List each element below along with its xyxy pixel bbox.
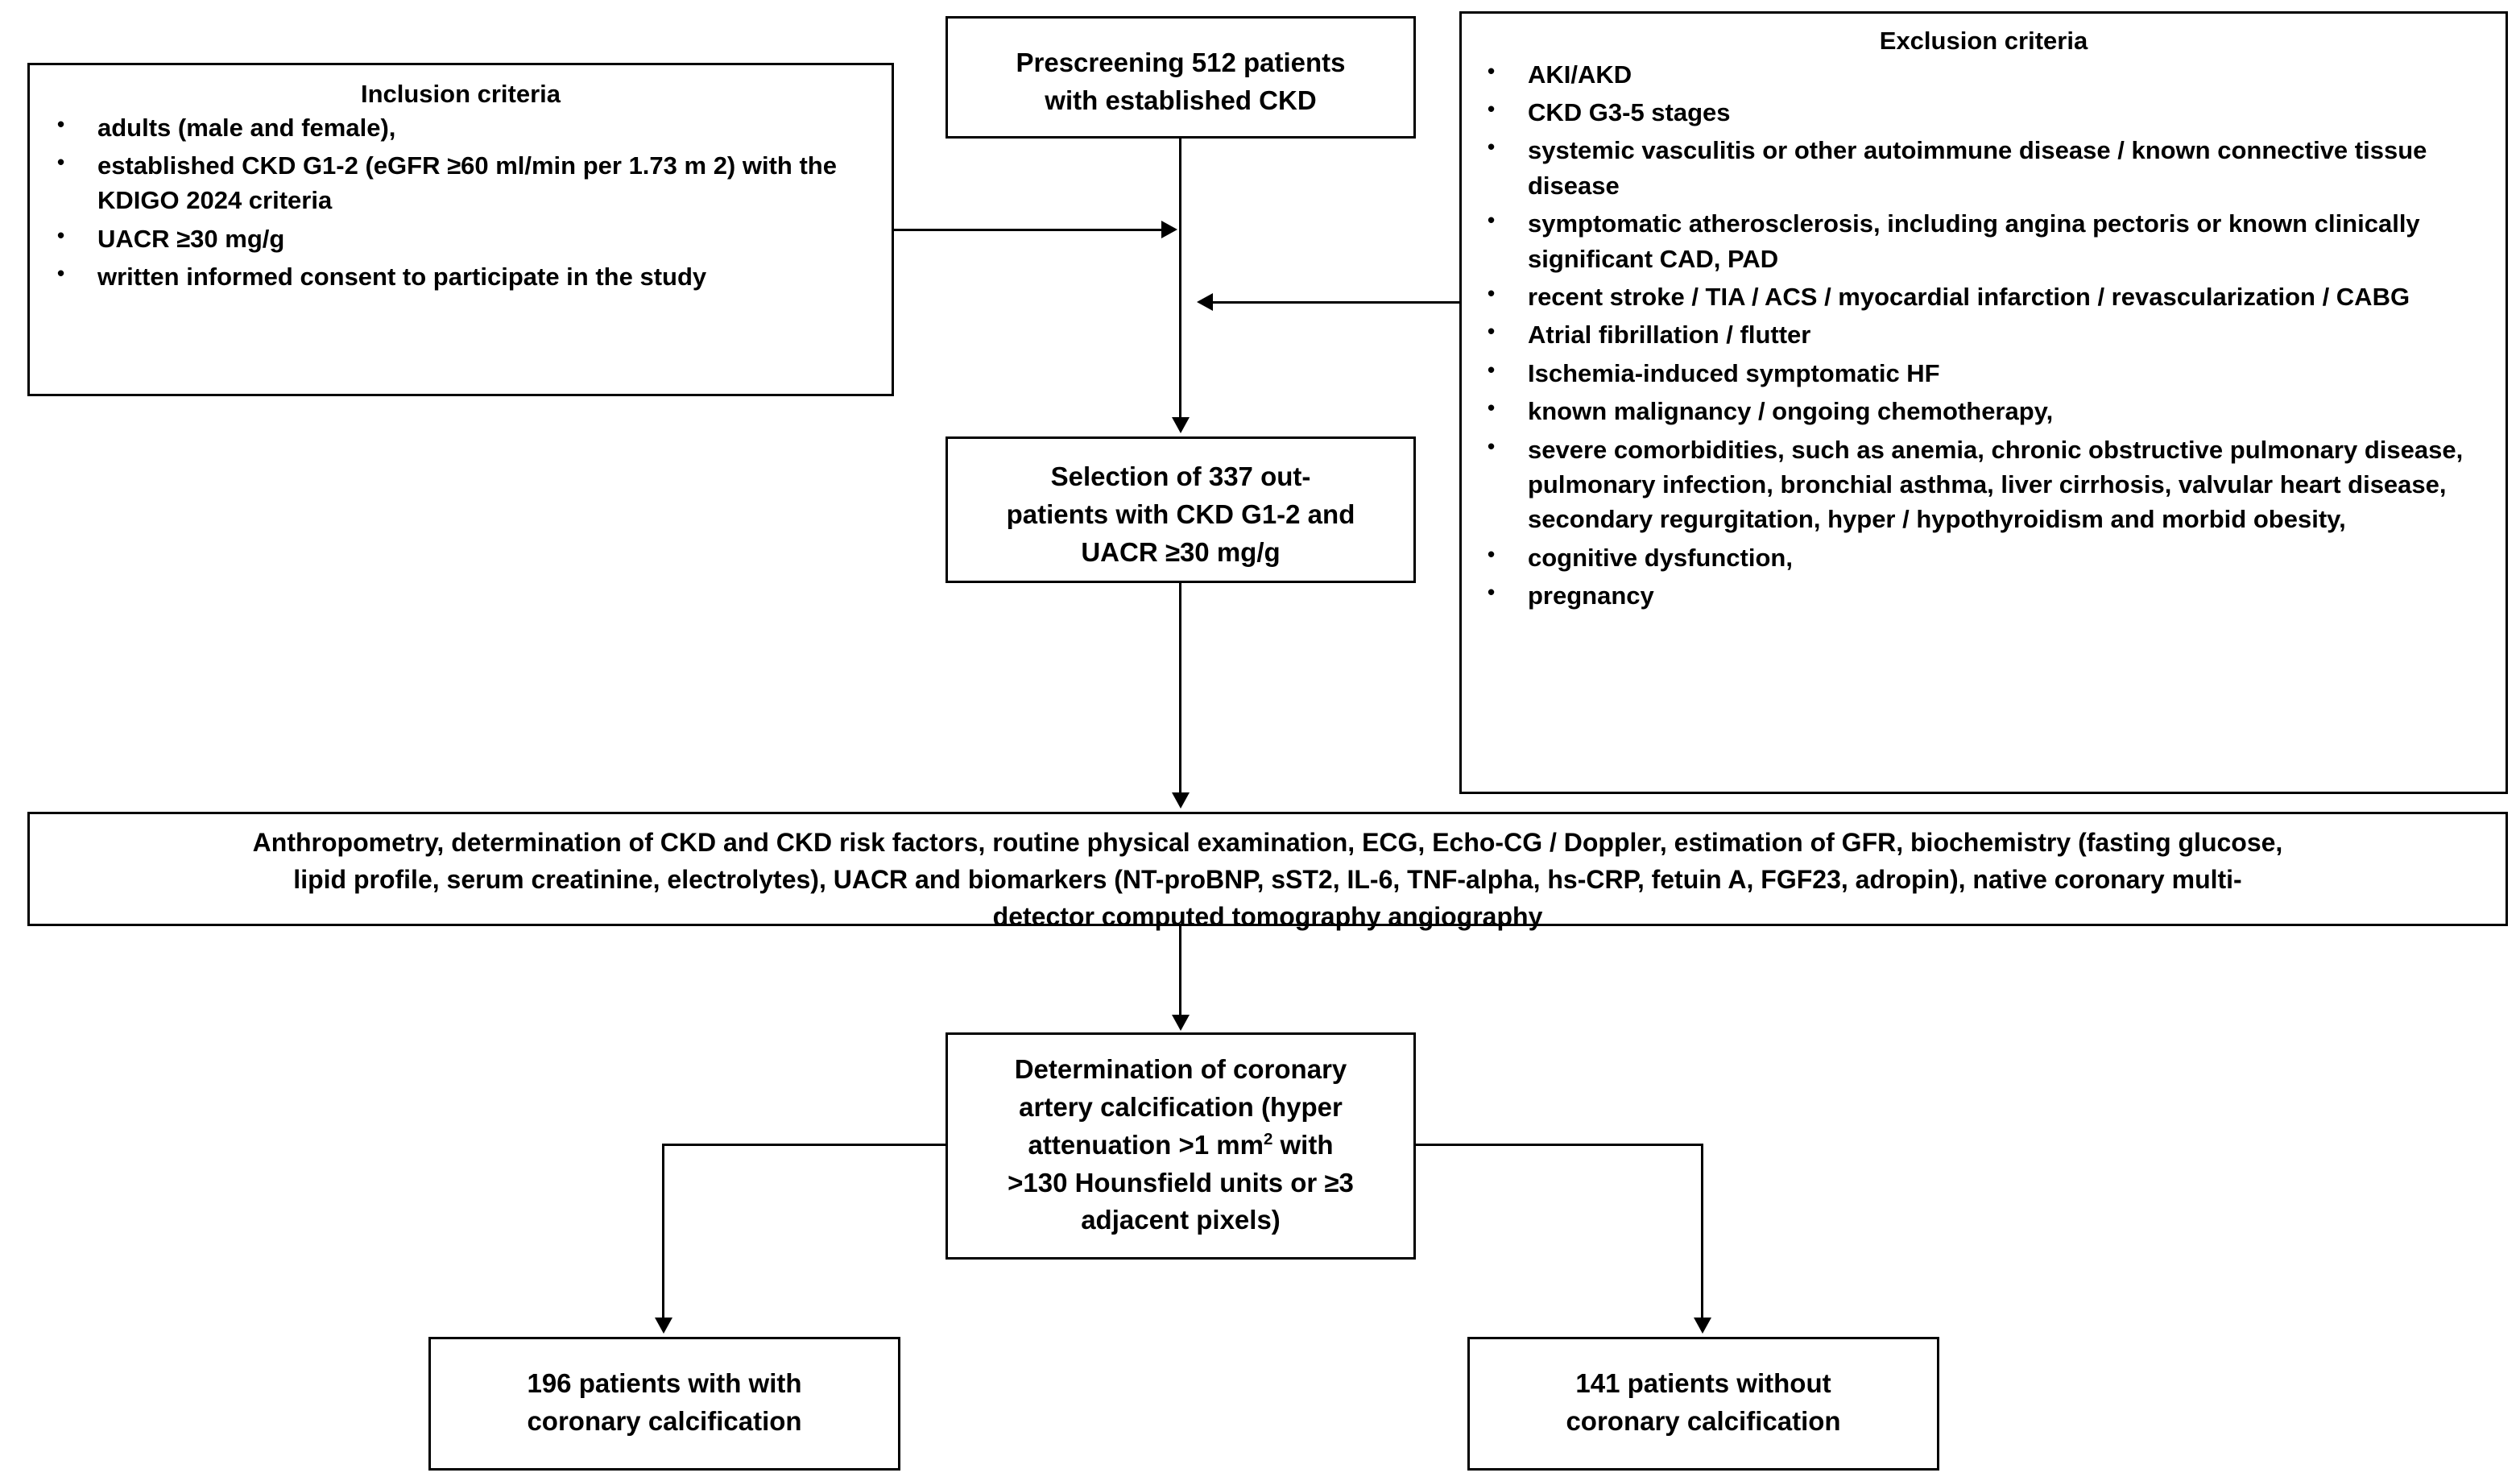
determination-line-5: adjacent pixels) — [1081, 1205, 1281, 1235]
exclusion-criteria-heading: Exclusion criteria — [1879, 27, 2088, 55]
exclusion-item: cognitive dysfunction, — [1478, 540, 2489, 575]
selection-box: Selection of 337 out- patients with CKD … — [946, 436, 1416, 583]
connector-determination-left-branch — [662, 1144, 947, 1146]
arrow-from-inclusion — [1161, 221, 1177, 238]
selection-line-3: UACR ≥30 mg/g — [1081, 536, 1281, 567]
determination-line-2: artery calcification (hyper — [1019, 1091, 1343, 1122]
outcome-right-line-2: coronary calcification — [1566, 1405, 1841, 1436]
exclusion-item: pregnancy — [1478, 577, 2489, 613]
inclusion-item: written informed consent to participate … — [48, 259, 874, 294]
arrow-into-outcome-right-box — [1694, 1318, 1711, 1334]
outcome-right-line-1: 141 patients without — [1575, 1368, 1831, 1398]
determination-line-4: >130 Hounsfield units or ≥3 — [1008, 1167, 1354, 1198]
exclusion-item: severe comorbidities, such as anemia, ch… — [1478, 432, 2489, 537]
exclusion-item: Ischemia-induced symptomatic HF — [1478, 355, 2489, 391]
arrow-into-assessments-box — [1172, 792, 1190, 809]
exclusion-item: CKD G3-5 stages — [1478, 94, 2489, 130]
assessments-box: Anthropometry, determination of CKD and … — [27, 812, 2508, 931]
outcome-without-calcification-box: 141 patients without coronary calcificat… — [1467, 1337, 1939, 1471]
exclusion-item: recent stroke / TIA / ACS / myocardial i… — [1478, 279, 2489, 314]
connector-determination-right-branch — [1414, 1144, 1703, 1146]
connector-exclusion-to-spine — [1211, 301, 1459, 304]
prescreening-line-1: Prescreening 512 patients — [1016, 48, 1346, 77]
outcome-left-line-2: coronary calcification — [527, 1405, 802, 1436]
prescreening-line-2: with established CKD — [1045, 85, 1317, 115]
prescreening-box: Prescreening 512 patients with establish… — [946, 16, 1416, 139]
assessments-line-2: lipid profile, serum creatinine, electro… — [293, 865, 2242, 895]
connector-inclusion-to-spine — [894, 229, 1163, 231]
exclusion-item: known malignancy / ongoing chemotherapy, — [1478, 393, 2489, 428]
outcome-with-calcification-box: 196 patients with with coronary calcific… — [428, 1337, 900, 1471]
arrow-into-outcome-left-box — [655, 1318, 672, 1334]
inclusion-criteria-heading: Inclusion criteria — [360, 80, 561, 108]
determination-line-1: Determination of coronary — [1014, 1054, 1347, 1084]
inclusion-item: established CKD G1-2 (eGFR ≥60 ml/min pe… — [48, 147, 874, 218]
exclusion-item: Atrial fibrillation / flutter — [1478, 316, 2489, 352]
determination-line-3-text: attenuation >1 mm — [1028, 1129, 1264, 1160]
connector-selection-to-assessments — [1179, 583, 1181, 794]
inclusion-item: UACR ≥30 mg/g — [48, 221, 874, 256]
outcome-left-line-1: 196 patients with with — [527, 1368, 802, 1398]
arrow-into-determination-box — [1172, 1015, 1190, 1031]
exclusion-item: systemic vasculitis or other autoimmune … — [1478, 132, 2489, 203]
connector-prescreening-to-selection — [1179, 139, 1181, 419]
inclusion-criteria-box: Inclusion criteria adults (male and fema… — [27, 63, 894, 396]
assessments-line-1: Anthropometry, determination of CKD and … — [252, 828, 2283, 857]
connector-assessments-to-determination — [1179, 926, 1181, 1016]
exclusion-criteria-list: AKI/AKD CKD G3-5 stages systemic vasculi… — [1478, 56, 2489, 614]
selection-line-1: Selection of 337 out- — [1050, 461, 1311, 491]
connector-right-branch-drop — [1701, 1144, 1703, 1319]
exclusion-item: symptomatic atherosclerosis, including a… — [1478, 205, 2489, 276]
inclusion-item: adults (male and female), — [48, 110, 874, 145]
inclusion-criteria-list: adults (male and female), established CK… — [48, 110, 874, 295]
determination-box: Determination of coronary artery calcifi… — [946, 1032, 1416, 1260]
arrow-into-selection-box — [1172, 417, 1190, 433]
arrow-from-exclusion — [1197, 293, 1213, 311]
assessments-line-3: detector computed tomography angiography — [992, 902, 1543, 932]
exclusion-criteria-box: Exclusion criteria AKI/AKD CKD G3-5 stag… — [1459, 11, 2508, 794]
square-superscript: 2 — [1263, 1129, 1273, 1148]
connector-left-branch-drop — [662, 1144, 664, 1319]
determination-line-3-tail: with — [1272, 1129, 1334, 1160]
exclusion-item: AKI/AKD — [1478, 56, 2489, 92]
determination-line-3: attenuation >1 mm2 with — [959, 1127, 1402, 1165]
selection-line-2: patients with CKD G1-2 and — [1006, 498, 1355, 529]
